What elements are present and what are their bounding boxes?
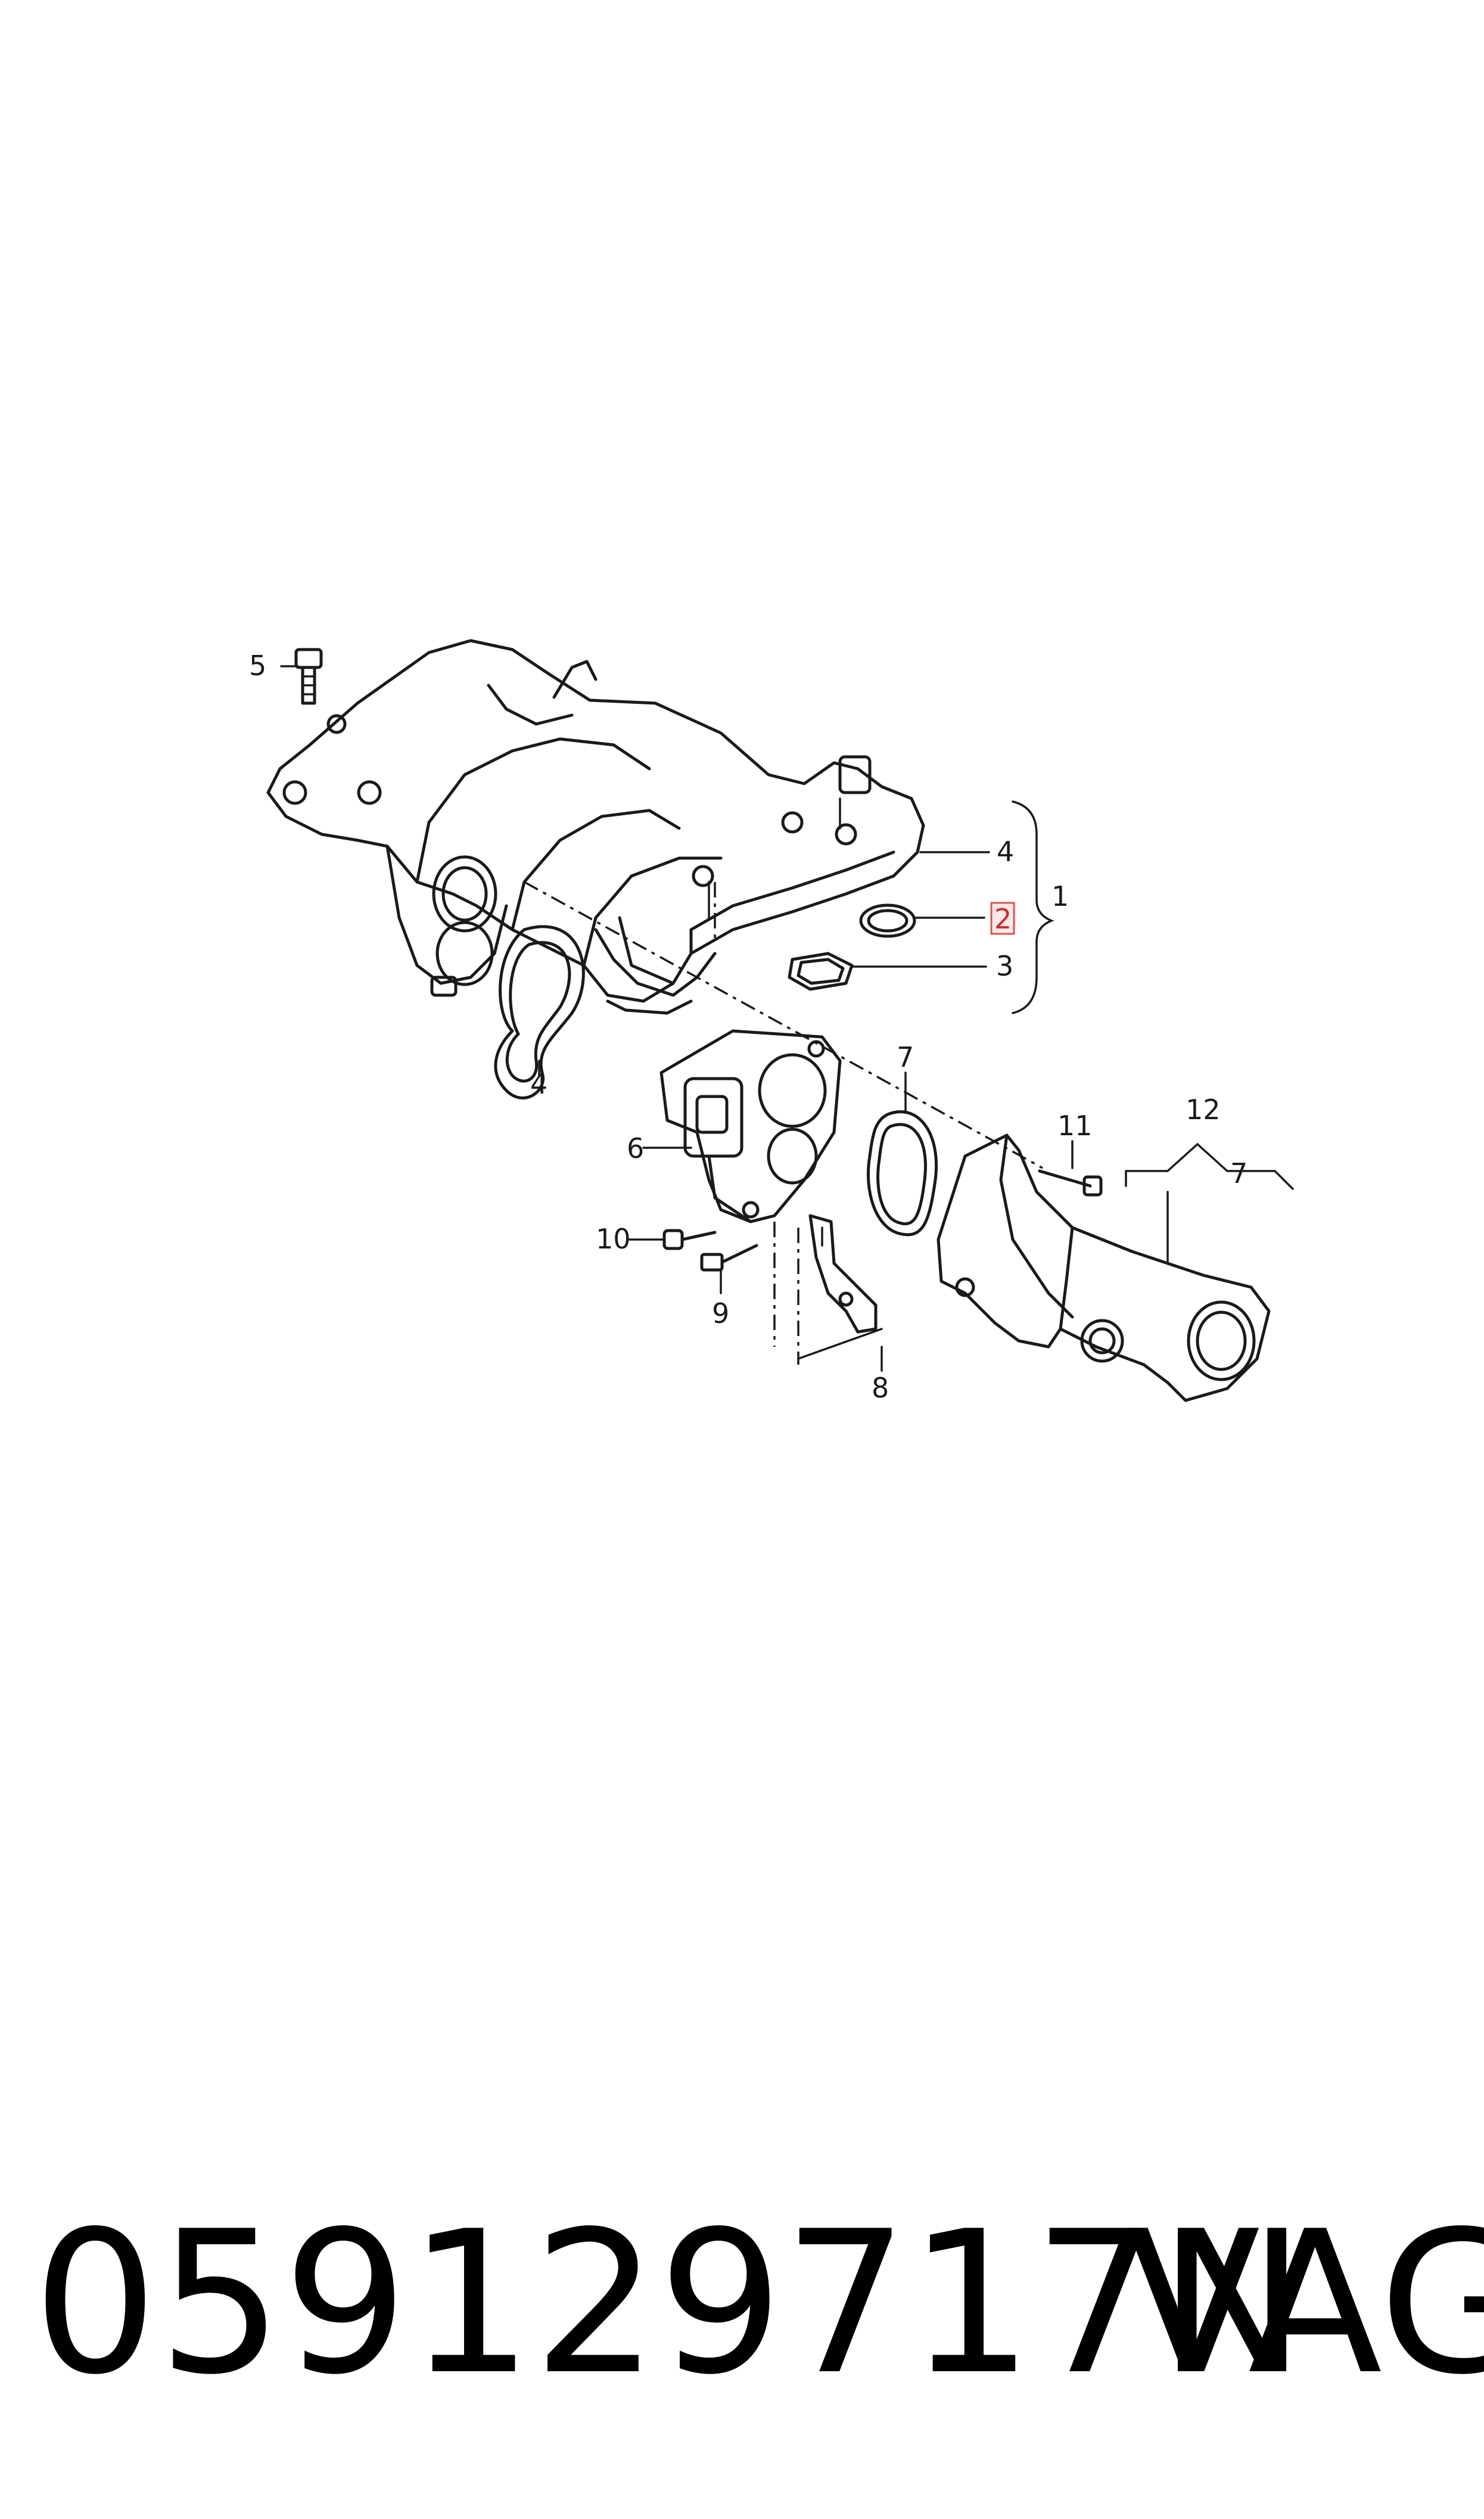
seal-3	[788, 952, 854, 991]
callout-3: 3	[996, 950, 1013, 982]
throttle-body-6	[659, 1029, 842, 1223]
screw-9	[700, 1244, 758, 1272]
screw-11	[1038, 1169, 1103, 1197]
callout-5: 5	[249, 650, 266, 682]
callout-7-gasket: 7	[897, 1041, 914, 1073]
brand-name: VAG	[1126, 2189, 1484, 2418]
callout-11: 11	[1057, 1110, 1093, 1142]
callout-4-top: 4	[997, 835, 1014, 868]
callout-4-left: 4	[530, 1068, 547, 1100]
ring-seal-2	[859, 903, 916, 938]
callout-12: 12	[1186, 1094, 1221, 1126]
bolt-5	[294, 648, 323, 705]
callout-10: 10	[596, 1223, 631, 1255]
bracket-8	[808, 1214, 878, 1334]
callout-9: 9	[712, 1297, 729, 1330]
intake-manifold	[266, 639, 925, 1015]
intake-pipe-12	[937, 1133, 1271, 1402]
assembly-axis-1	[524, 881, 1043, 1169]
callout-7-pipe: 7	[1230, 1157, 1247, 1189]
gasket-4-left	[494, 925, 585, 1099]
gasket-7	[866, 1110, 938, 1237]
callouts: 5 4 2 1 3 4 7 6 11 12 7 10 9 8	[249, 650, 1247, 1404]
ring-seal-2-inner	[867, 909, 909, 933]
callout-6: 6	[627, 1132, 644, 1164]
screw-10	[662, 1229, 717, 1250]
callout-8: 8	[872, 1372, 889, 1404]
leader-lines	[280, 665, 1294, 1372]
seal-3-inner	[797, 958, 845, 985]
part-number: 059129717N	[33, 2189, 1306, 2418]
callout-2-highlight	[990, 902, 1015, 935]
callout-1: 1	[1051, 880, 1069, 912]
callout-2: 2	[994, 903, 1012, 935]
